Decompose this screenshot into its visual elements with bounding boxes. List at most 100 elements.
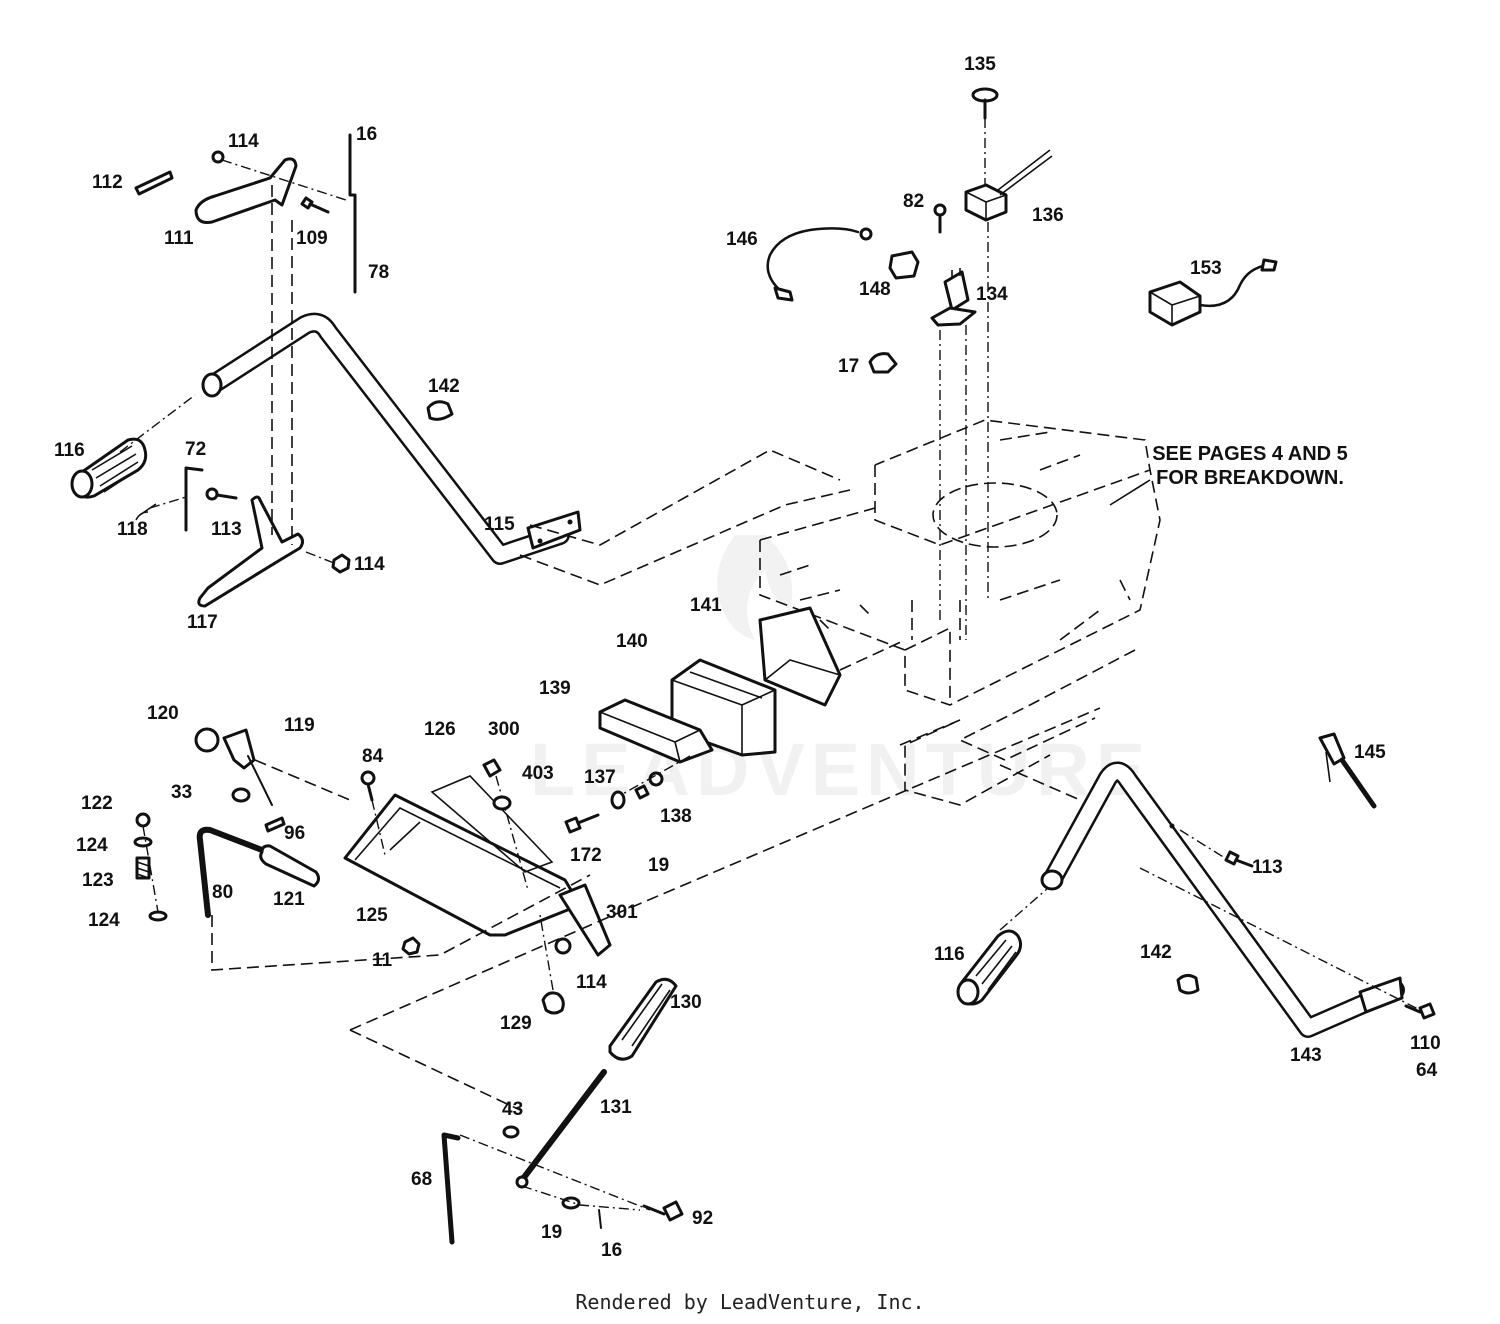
callout-140: 140 bbox=[616, 631, 648, 652]
callout-82: 82 bbox=[903, 191, 924, 212]
grip-121 bbox=[259, 844, 321, 888]
callout-116-right: 116 bbox=[934, 944, 965, 965]
decal-126 bbox=[430, 775, 554, 873]
hardware-137-138 bbox=[611, 755, 691, 801]
callout-153: 153 bbox=[1190, 258, 1222, 279]
callout-141: 141 bbox=[690, 595, 722, 616]
block-136 bbox=[964, 149, 1053, 222]
note-line-1: SEE PAGES 4 AND 5 bbox=[1152, 443, 1348, 465]
right-handle-leader-lines bbox=[999, 829, 1421, 1011]
callout-84: 84 bbox=[362, 746, 384, 767]
callout-172: 172 bbox=[570, 845, 602, 866]
bolt-110 bbox=[1404, 1002, 1436, 1020]
pin-112 bbox=[134, 170, 174, 196]
callout-110: 110 bbox=[1410, 1033, 1441, 1054]
right-handle-bar bbox=[1040, 761, 1405, 1038]
left-handle-grip bbox=[70, 437, 148, 499]
bolt-172 bbox=[564, 813, 600, 834]
bolt-135 bbox=[971, 87, 999, 190]
bottom-leader-lines bbox=[459, 1134, 651, 1211]
callout-80: 80 bbox=[212, 882, 233, 903]
callout-122: 122 bbox=[81, 793, 113, 814]
callout-114-mid: 114 bbox=[354, 554, 385, 575]
callout-403: 403 bbox=[522, 763, 554, 784]
washer-43 bbox=[502, 1125, 520, 1139]
footer-credit: Rendered by LeadVenture, Inc. bbox=[575, 1290, 925, 1314]
tray-125 bbox=[343, 793, 612, 957]
bolt-109 bbox=[300, 196, 330, 214]
cap-142-right bbox=[1176, 973, 1200, 995]
frame-to-right-handle-lines bbox=[899, 649, 1136, 806]
callout-113-right: 113 bbox=[1252, 857, 1283, 878]
lever-111 bbox=[194, 157, 298, 224]
nut-114-top bbox=[211, 150, 225, 164]
lever-131 bbox=[515, 1069, 607, 1189]
callout-115: 115 bbox=[484, 514, 515, 535]
washer-19-mid bbox=[610, 790, 626, 810]
callout-134: 134 bbox=[976, 284, 1008, 305]
callout-138: 138 bbox=[660, 806, 692, 827]
callout-64: 64 bbox=[1416, 1060, 1438, 1081]
callout-labels: 135 16 114 112 111 109 78 82 136 146 153… bbox=[54, 54, 1441, 1261]
nut-114-bottom bbox=[554, 937, 572, 955]
callout-72: 72 bbox=[185, 439, 206, 460]
charger-153 bbox=[1148, 258, 1278, 327]
note-line-2: FOR BREAKDOWN. bbox=[1156, 467, 1344, 489]
callout-142-left: 142 bbox=[428, 376, 460, 397]
stack-122-123-124 bbox=[133, 812, 168, 922]
left-assembly-leader-lines bbox=[119, 159, 347, 564]
clip-17 bbox=[868, 352, 898, 374]
callout-300: 300 bbox=[488, 719, 520, 740]
nut-11 bbox=[401, 936, 421, 956]
callout-17: 17 bbox=[838, 356, 859, 377]
callout-109: 109 bbox=[296, 228, 328, 249]
pin-96 bbox=[264, 816, 286, 833]
callout-16-top: 16 bbox=[356, 124, 377, 145]
callout-111: 111 bbox=[164, 228, 194, 249]
callout-114-top: 114 bbox=[228, 131, 259, 152]
callout-124-bottom: 124 bbox=[88, 910, 120, 931]
callout-116-left: 116 bbox=[54, 440, 85, 461]
callout-96: 96 bbox=[284, 823, 305, 844]
callout-19-mid: 19 bbox=[648, 855, 669, 876]
callout-19-bottom: 19 bbox=[541, 1222, 562, 1243]
right-handle-grip bbox=[956, 929, 1023, 1006]
battery-141-bracket bbox=[758, 606, 842, 707]
callout-124-top: 124 bbox=[76, 835, 108, 856]
throttle-119 bbox=[222, 728, 273, 806]
rod-72 bbox=[184, 466, 204, 532]
callout-16-bottom: 16 bbox=[601, 1240, 622, 1261]
knob-129 bbox=[539, 914, 565, 1015]
callout-43: 43 bbox=[502, 1099, 523, 1120]
battery-tray-139 bbox=[598, 698, 714, 764]
callout-143: 143 bbox=[1290, 1045, 1322, 1066]
bolt-113-left bbox=[205, 487, 238, 501]
pin-16-bottom bbox=[598, 1209, 602, 1229]
callout-117: 117 bbox=[187, 612, 218, 633]
washer-403 bbox=[492, 795, 512, 811]
callout-92: 92 bbox=[692, 1208, 713, 1229]
callout-113-left: 113 bbox=[211, 519, 242, 540]
rod-80 bbox=[196, 826, 265, 918]
callout-112: 112 bbox=[92, 172, 123, 193]
left-handle-bar bbox=[201, 312, 582, 565]
part-145 bbox=[1318, 732, 1377, 809]
callout-129: 129 bbox=[500, 1013, 532, 1034]
callout-33: 33 bbox=[171, 782, 192, 803]
callout-126: 126 bbox=[424, 719, 456, 740]
callout-121: 121 bbox=[273, 889, 305, 910]
frame-to-left-handle-lines bbox=[519, 449, 851, 586]
callout-131: 131 bbox=[600, 1097, 632, 1118]
tray-leader-lines bbox=[211, 707, 1101, 1111]
callout-301: 301 bbox=[606, 902, 638, 923]
cap-142-left bbox=[426, 400, 454, 421]
callout-118: 118 bbox=[117, 519, 148, 540]
callout-139: 139 bbox=[539, 678, 571, 699]
rod-78 bbox=[348, 133, 357, 294]
washer-33 bbox=[231, 787, 251, 803]
callout-135: 135 bbox=[964, 54, 996, 75]
bolt-113-right bbox=[1224, 850, 1254, 868]
callout-11: 11 bbox=[372, 950, 393, 971]
solenoid-134 bbox=[930, 268, 977, 327]
